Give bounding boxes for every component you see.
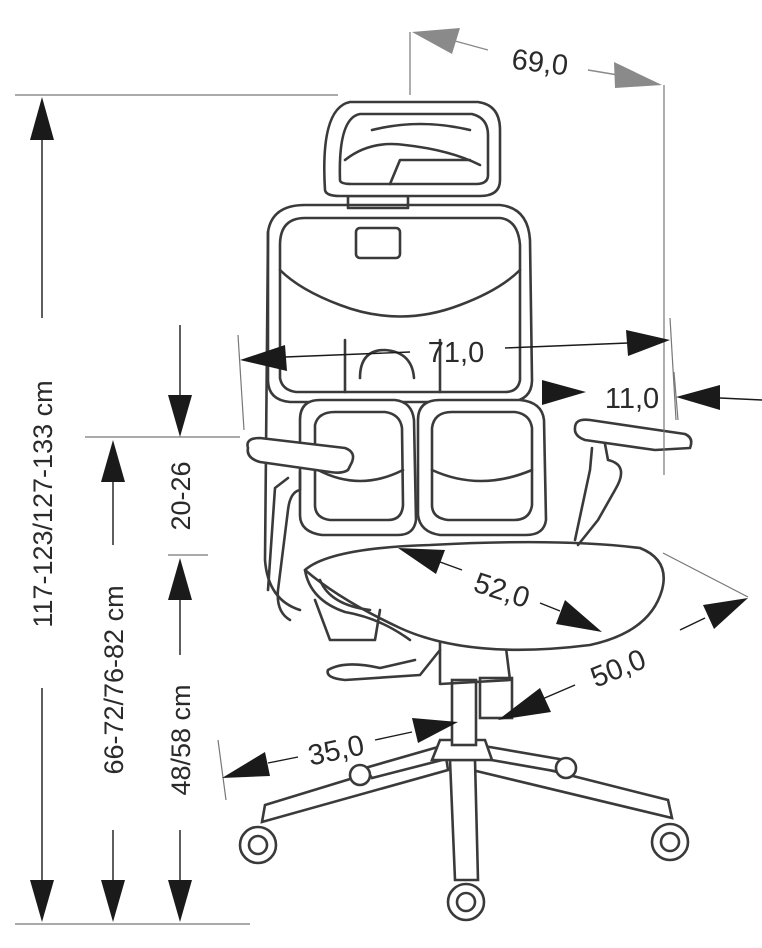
armrest-height-label: 66-72/76-82 cm xyxy=(99,585,129,774)
seat-depth-dimension: 52,0 xyxy=(398,548,602,632)
right-armrest xyxy=(573,418,693,547)
width-label: 71,0 xyxy=(428,337,484,369)
seat-height-dimension: 48/58 cm xyxy=(166,558,196,922)
lumbar-support xyxy=(298,398,548,537)
armrest-adjust-label: 20-26 xyxy=(166,461,196,530)
armrest-width-dimension: 11,0 xyxy=(542,380,762,415)
left-armrest xyxy=(246,436,355,622)
total-height-label: 117-123/127-133 cm xyxy=(28,380,58,627)
gas-cylinder xyxy=(438,632,514,747)
dimension-lines: 117-123/127-133 cm 66-72/76-82 cm 20-26 … xyxy=(15,28,762,925)
backrest xyxy=(263,194,534,612)
depth-label: 69,0 xyxy=(510,44,570,83)
armrest-adjust-dimension: 20-26 xyxy=(166,325,196,531)
armrest-height-dimension: 66-72/76-82 cm xyxy=(99,440,129,922)
headrest xyxy=(323,100,502,198)
height-lever xyxy=(326,648,442,682)
seat-width-label: 50,0 xyxy=(586,644,650,695)
armrest-width-label: 11,0 xyxy=(605,383,659,415)
chair-drawing xyxy=(238,100,693,922)
total-height-dimension: 117-123/127-133 cm xyxy=(28,97,58,922)
seat-height-label: 48/58 cm xyxy=(166,684,196,795)
chair-base xyxy=(238,738,690,922)
width-dimension: 71,0 xyxy=(240,330,670,371)
depth-dimension: 69,0 xyxy=(412,28,662,88)
